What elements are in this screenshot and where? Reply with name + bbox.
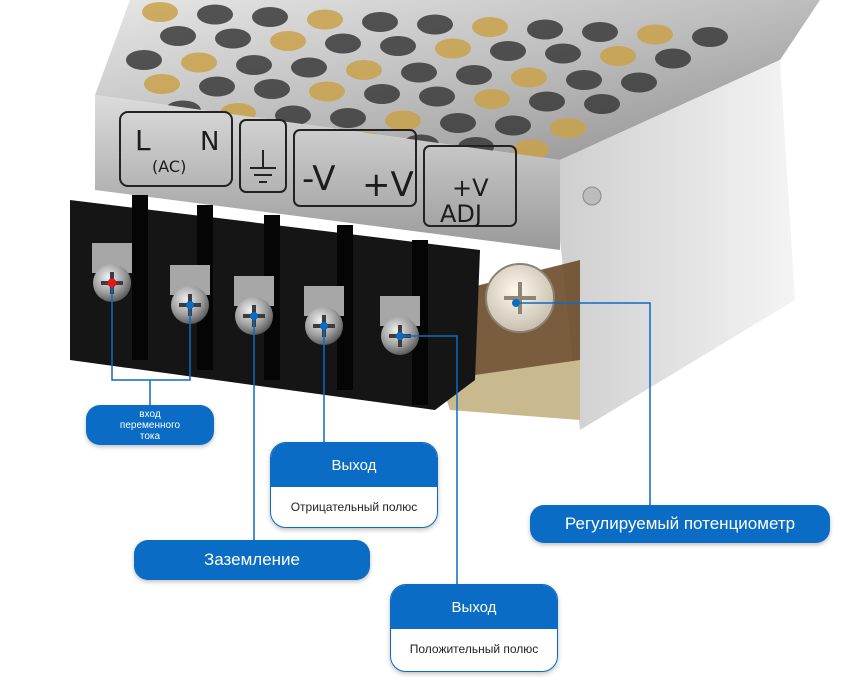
vent-hole [309,81,345,102]
ac-input-callout: вход переменного тока [86,405,214,445]
vent-hole [655,48,691,69]
terminal-separator [337,225,353,390]
terminal-separator [132,195,148,360]
marker-ground [250,312,258,320]
vent-hole [380,36,416,56]
potentiometer-callout: Регулируемый потенциометр [530,505,830,543]
side-screw [582,186,602,206]
vent-hole [160,26,196,46]
vent-hole [126,50,162,70]
terminal-label-adj-bottom: ADJ [440,200,482,228]
ground-symbol [250,150,276,183]
vent-hole [307,9,343,30]
vent-hole [440,113,476,133]
marker-positive [396,332,404,340]
ground-label: Заземление [204,550,300,569]
vent-hole [325,33,361,54]
vent-hole [511,67,547,88]
vent-hole [417,14,453,35]
vent-hole [490,41,526,61]
vent-hole [419,86,455,107]
vent-hole [566,70,602,90]
vent-hole [362,12,398,32]
vent-hole [435,38,471,59]
vent-hole [215,28,251,49]
vent-hole [181,52,217,73]
vent-hole [474,89,510,109]
terminal-label-neg-v: -V [302,159,336,199]
vent-hole [692,27,728,47]
vent-hole [545,43,581,64]
front-plate [95,95,560,250]
vent-hole [529,91,565,112]
side-wall [560,60,795,430]
vent-hole [385,110,421,131]
terminal-label-n: N [200,127,219,157]
vent-hole [513,139,549,160]
vent-hole [144,74,180,94]
ground-callout: Заземление [134,540,370,580]
vent-hole [401,62,437,83]
ac-input-line2: переменного [119,419,181,431]
marker-n [186,301,194,309]
vent-hole [291,57,327,78]
output-positive-card: Выход Положительный полюс [390,584,558,672]
potentiometer-label: Регулируемый потенциометр [564,514,796,533]
output-negative-subtitle: Отрицательный полюс [290,500,418,514]
output-negative-card: Выход Отрицательный полюс [270,442,438,528]
vent-hole [199,76,235,97]
output-positive-subtitle: Положительный полюс [409,642,539,656]
vent-hole [364,84,400,104]
vent-hole [527,19,563,40]
ac-input-line1: вход [139,408,161,420]
vent-hole [252,7,288,27]
vent-hole [456,65,492,85]
vent-hole [346,60,382,80]
output-positive-title: Выход [391,585,557,629]
vent-hole [142,2,178,22]
vent-hole [330,108,366,128]
ac-input-line3: тока [139,430,161,442]
marker-negative [320,322,328,330]
output-negative-title: Выход [271,443,437,487]
terminal-label-adj-top: +V [452,174,489,202]
vent-hole [254,79,290,99]
terminal-label-l: L [135,124,151,157]
vent-hole [637,24,673,45]
vent-hole [550,118,586,138]
vent-hole [584,94,620,114]
vent-hole [495,115,531,136]
vent-hole [236,55,272,75]
vent-hole [600,46,636,66]
potentiometer-slot [504,282,536,314]
marker-potentiometer [512,299,520,307]
vent-hole [197,4,233,25]
vent-hole [621,72,657,93]
vent-hole [270,31,306,51]
vent-hole [472,17,508,37]
red-marker [107,278,117,288]
leader-lines [111,283,651,584]
terminal-label-pos-v: +V [362,165,414,205]
terminal-label-ac: (AC) [152,157,186,176]
vent-hole [582,22,618,42]
